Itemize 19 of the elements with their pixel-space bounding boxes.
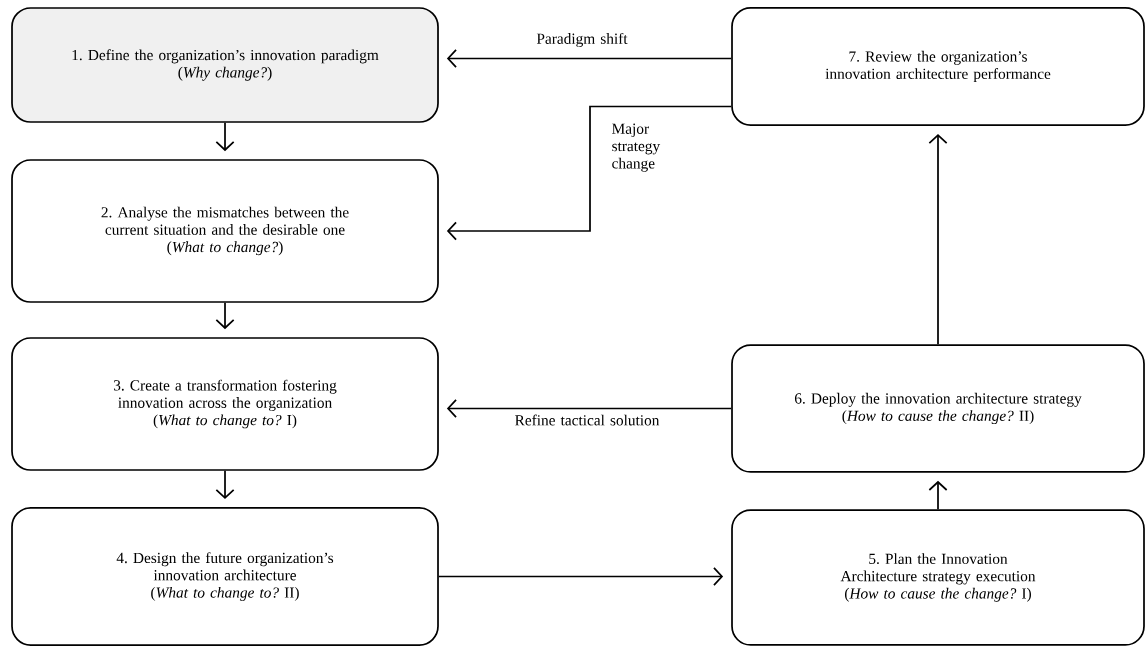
process-box: 7. Review the organization’s innovation architecture performance: [731, 7, 1145, 126]
arrow: [446, 398, 732, 419]
process-box: 5. Plan the Innovation Architecture strategy execution (How to cause the change? I): [731, 509, 1145, 646]
arrow: [928, 133, 948, 346]
arrow: [215, 122, 235, 152]
arrow: [438, 566, 724, 587]
arrow: [215, 470, 235, 500]
edge-label: Paradigm shift: [536, 32, 628, 48]
arrow: [928, 480, 948, 511]
arrow: [446, 48, 732, 69]
edge-label: Major strategy change: [612, 123, 661, 172]
process-box: 4. Design the future organization’s innovation architecture (What to change to? II): [11, 507, 439, 646]
process-box: 3. Create a transformation fostering innovation across the organization (What to change to? I): [11, 337, 439, 471]
process-box: 2. Analyse the mismatches between the current situation and the desirable one (What to change?): [11, 159, 439, 303]
edge-label: Refine tactical solution: [515, 414, 660, 426]
arrow: [215, 302, 235, 330]
process-box: 1. Define the organization’s innovation paradigm (Why change?): [11, 7, 439, 123]
arrow: [446, 105, 732, 241]
process-box: 6. Deploy the innovation architecture strategy (How to cause the change? II): [731, 344, 1145, 473]
